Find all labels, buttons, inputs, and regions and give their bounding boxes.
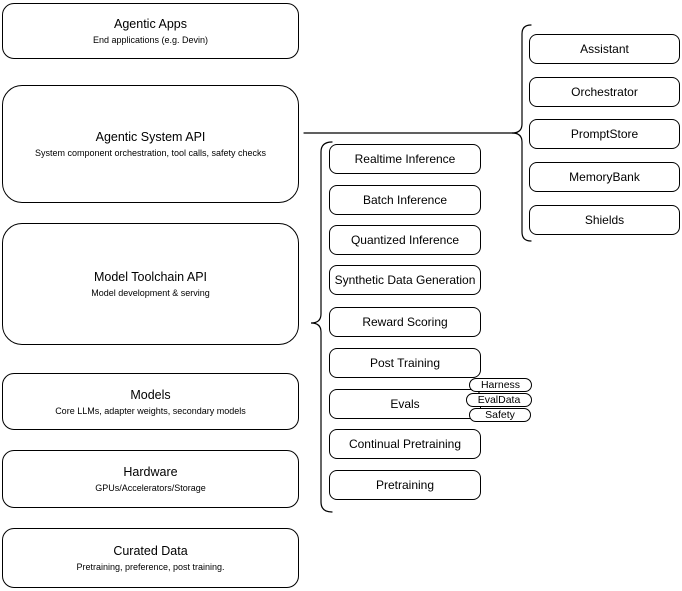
node-agentic-apps: Agentic Apps End applications (e.g. Devi…	[2, 3, 299, 59]
node-title: Hardware	[123, 465, 178, 479]
node-title: Agentic Apps	[114, 17, 187, 31]
tag-harness: Harness	[469, 378, 532, 392]
node-batch-inference: Batch Inference	[329, 185, 481, 215]
node-shields: Shields	[529, 205, 680, 235]
node-title: Agentic System API	[95, 130, 206, 144]
node-pretraining: Pretraining	[329, 470, 481, 500]
node-promptstore: PromptStore	[529, 119, 680, 149]
node-curated-data: Curated Data Pretraining, preference, po…	[2, 528, 299, 588]
node-agentic-system-api: Agentic System API System component orch…	[2, 85, 299, 203]
node-orchestrator: Orchestrator	[529, 77, 680, 107]
node-reward-scoring: Reward Scoring	[329, 307, 481, 337]
node-subtitle: Model development & serving	[91, 288, 210, 298]
node-post-training: Post Training	[329, 348, 481, 378]
node-subtitle: Pretraining, preference, post training.	[76, 562, 225, 572]
node-evals: Evals	[329, 389, 481, 419]
node-title: Model Toolchain API	[93, 270, 208, 284]
node-title: Models	[130, 387, 171, 402]
tag-evaldata: EvalData	[466, 393, 532, 407]
tag-safety: Safety	[469, 408, 531, 422]
node-assistant: Assistant	[529, 34, 680, 64]
brace-toolchain	[310, 141, 333, 513]
node-hardware: Hardware GPUs/Accelerators/Storage	[2, 450, 299, 508]
node-models: Models Core LLMs, adapter weights, secon…	[2, 373, 299, 430]
node-synthetic-data-generation: Synthetic Data Generation	[329, 265, 481, 295]
node-subtitle: End applications (e.g. Devin)	[92, 35, 209, 45]
node-model-toolchain-api: Model Toolchain API Model development & …	[2, 223, 299, 345]
node-subtitle: Core LLMs, adapter weights, secondary mo…	[55, 405, 246, 416]
node-quantized-inference: Quantized Inference	[329, 225, 481, 255]
node-realtime-inference: Realtime Inference	[329, 144, 481, 174]
brace-system-components	[511, 24, 532, 242]
node-memorybank: MemoryBank	[529, 162, 680, 192]
node-continual-pretraining: Continual Pretraining	[329, 429, 481, 459]
node-subtitle: GPUs/Accelerators/Storage	[95, 483, 206, 493]
node-title: Curated Data	[113, 544, 188, 558]
node-subtitle: System component orchestration, tool cal…	[34, 148, 267, 158]
